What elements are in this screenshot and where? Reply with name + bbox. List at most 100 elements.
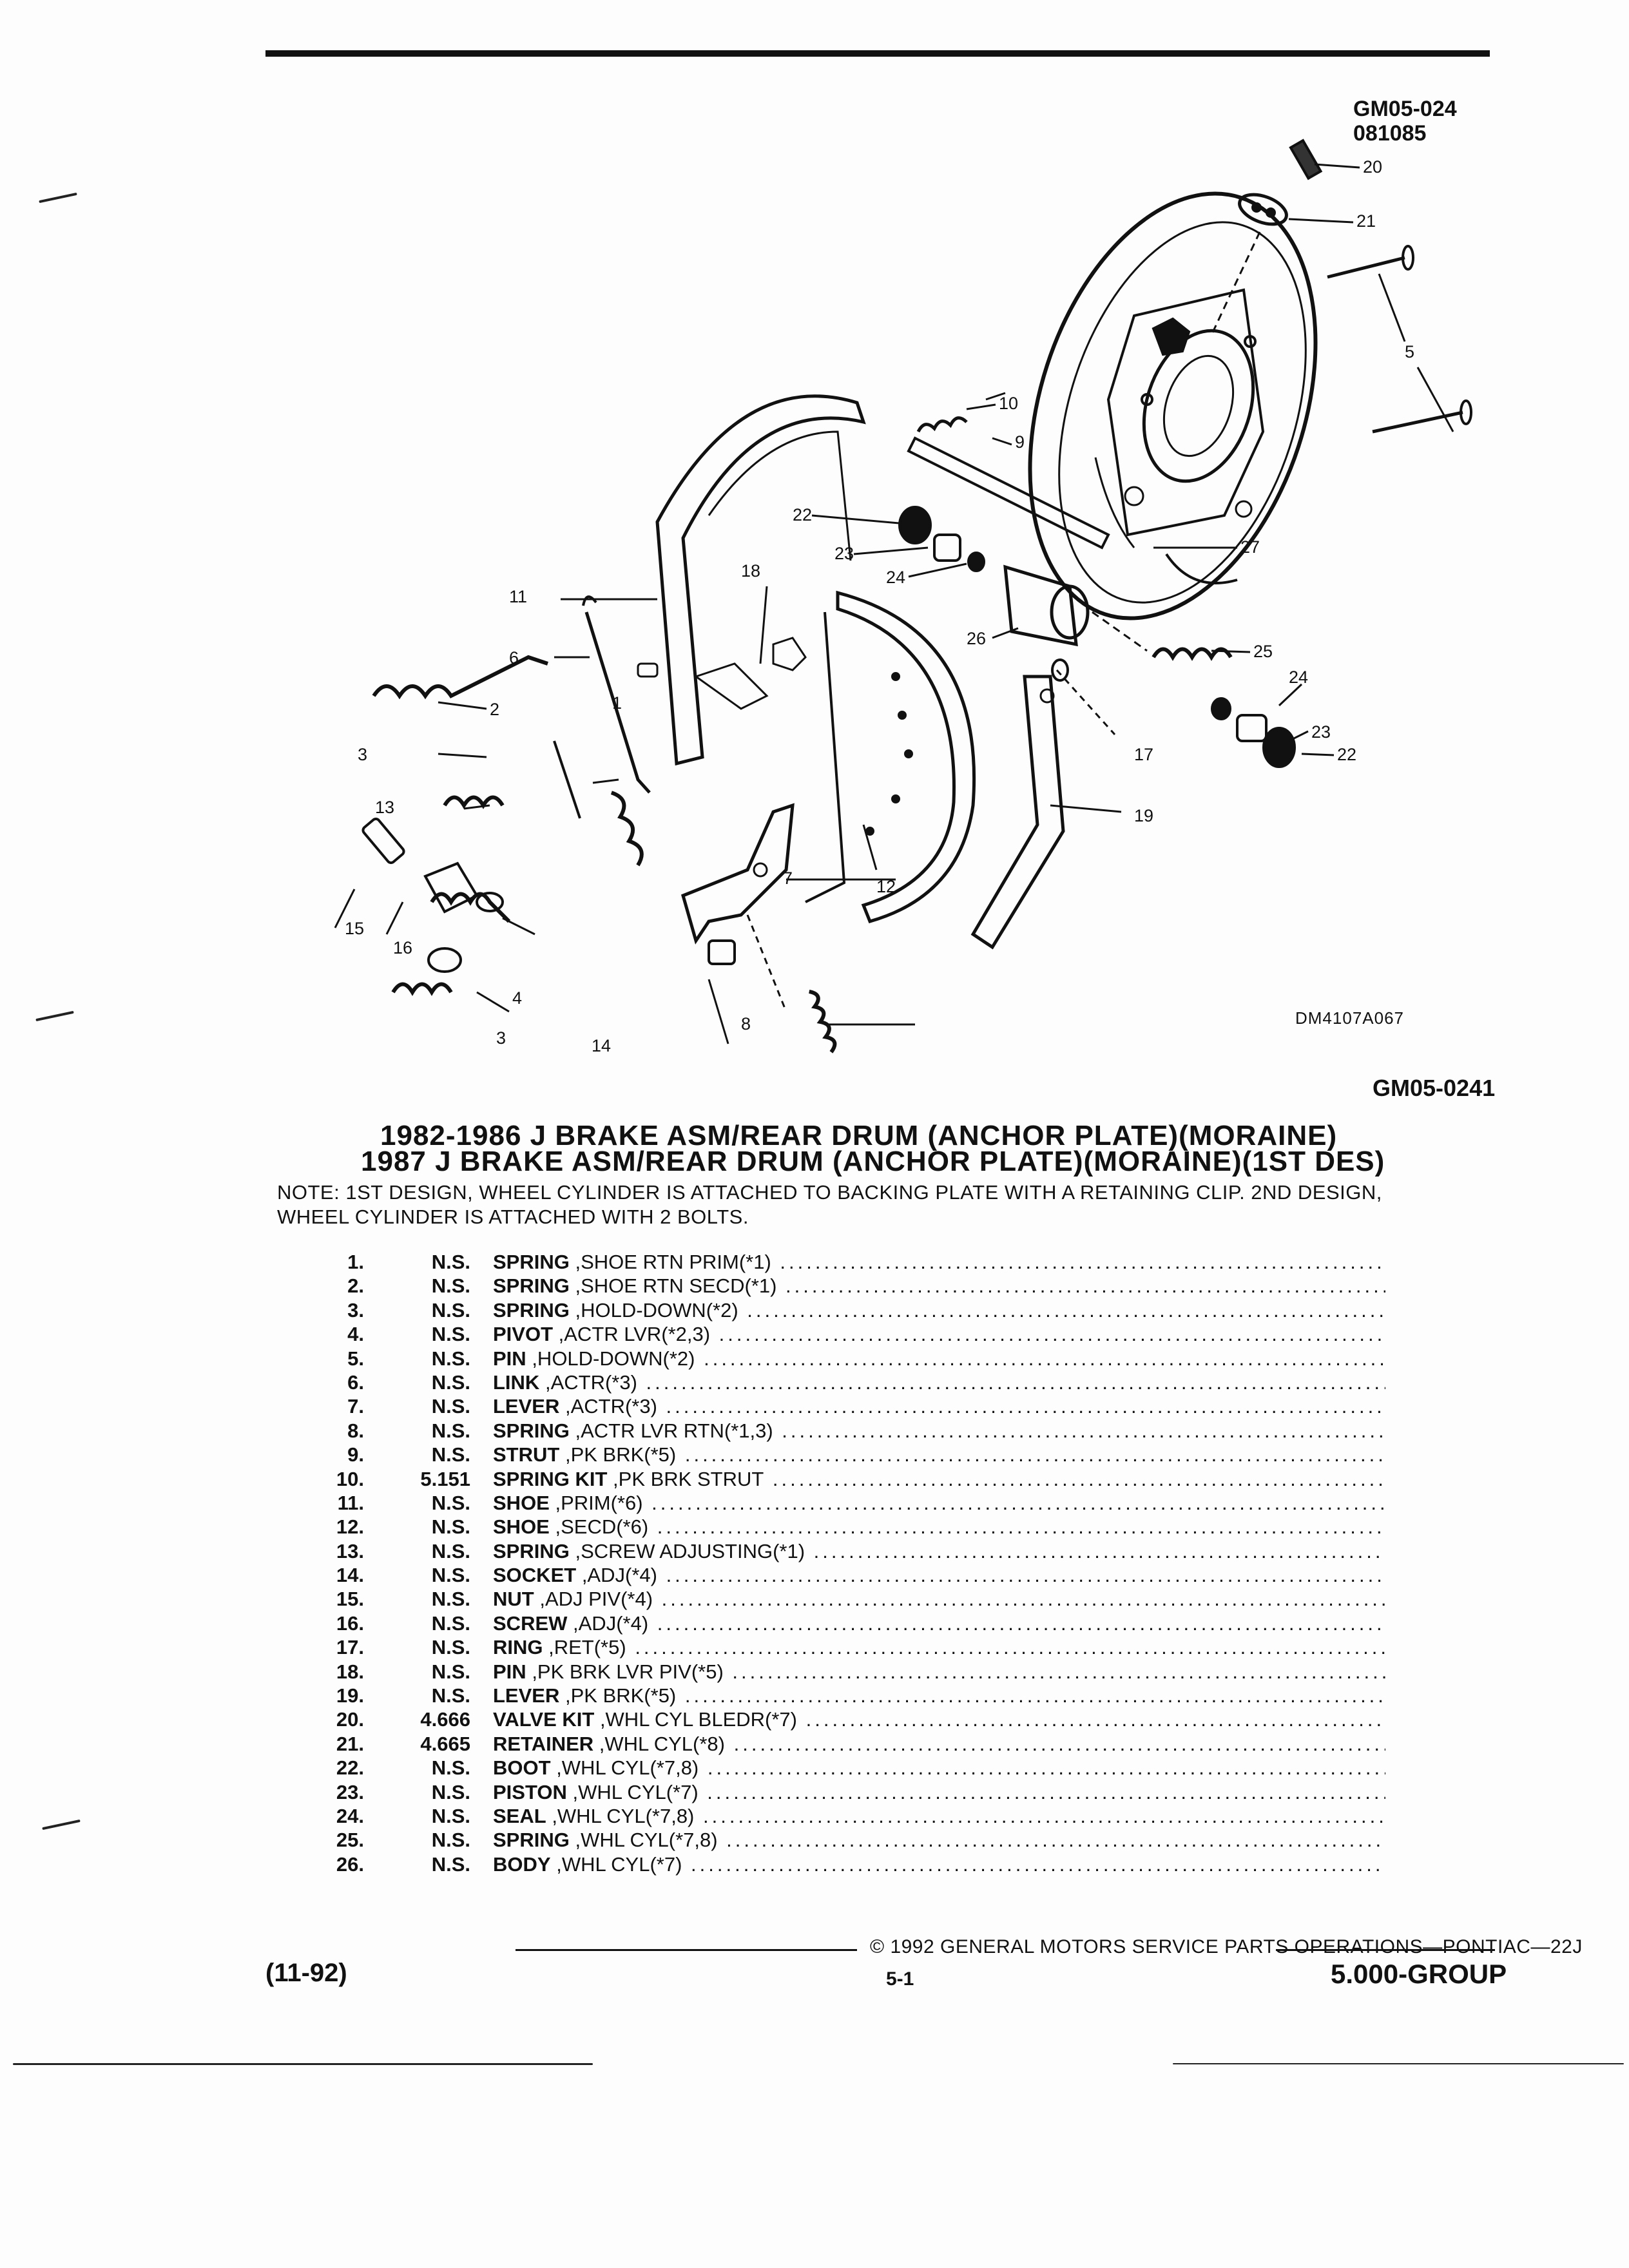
part-catalog-code: N.S. — [431, 1636, 470, 1659]
actuator-lever-drawing — [680, 803, 795, 1012]
part-spec: ,PK BRK(*5) — [564, 1684, 677, 1707]
parts-list-row: 13.N.S.SPRING ,SCREW ADJUSTING(*1) .....… — [277, 1539, 1385, 1563]
part-spec: ,SHOE RTN PRIM(*1) — [575, 1251, 771, 1273]
part-number: 9. — [347, 1443, 364, 1466]
callout-18: 18 — [741, 561, 760, 581]
part-description: RETAINER ,WHL CYL(*8) ..................… — [493, 1732, 1385, 1756]
callout-27: 27 — [1240, 537, 1260, 557]
part-description: SHOE ,SECD(*6) .........................… — [493, 1515, 1385, 1539]
parts-list-row: 16.N.S.SCREW ,ADJ(*4) ..................… — [277, 1611, 1385, 1635]
part-catalog-code: N.S. — [431, 1564, 470, 1587]
part-description: RING ,RET(*5) ..........................… — [493, 1635, 1385, 1659]
part-description: PIN ,PK BRK LVR PIV(*5) ................… — [493, 1660, 1385, 1684]
part-catalog-code: 4.666 — [420, 1708, 470, 1731]
part-description: SOCKET ,ADJ(*4) ........................… — [493, 1563, 1385, 1587]
leader-dots: ........................................… — [786, 1274, 1385, 1298]
title-line-2: 1987 J BRAKE ASM/REAR DRUM (ANCHOR PLATE… — [361, 1146, 1385, 1177]
part-number: 25. — [336, 1829, 364, 1852]
figure-reference-line2: 081085 — [1353, 121, 1427, 146]
parts-list-row: 8.N.S.SPRING ,ACTR LVR RTN(*1,3) .......… — [277, 1419, 1385, 1443]
design-note: NOTE: 1ST DESIGN, WHEEL CYLINDER IS ATTA… — [277, 1181, 1382, 1228]
part-catalog-code: N.S. — [431, 1298, 470, 1321]
parts-list-row: 7.N.S.LEVER ,ACTR(*3) ..................… — [277, 1394, 1385, 1418]
part-number: 5. — [347, 1347, 364, 1370]
part-catalog-code: N.S. — [431, 1515, 470, 1539]
scan-mark — [35, 1010, 74, 1022]
parts-list-row: 6.N.S.LINK ,ACTR(*3) ...................… — [277, 1370, 1385, 1394]
parts-list-row: 2.N.S.SPRING ,SHOE RTN SECD(*1) ........… — [277, 1274, 1385, 1298]
part-name: SEAL — [493, 1804, 546, 1827]
part-spec: ,ACTR(*3) — [545, 1370, 637, 1394]
part-description: VALVE KIT ,WHL CYL BLEDR(*7) ...........… — [493, 1707, 1385, 1731]
callout-1: 1 — [612, 693, 622, 713]
part-number: 2. — [347, 1274, 364, 1298]
part-name: SPRING — [493, 1539, 570, 1562]
parts-list-row: 26.N.S.BODY ,WHL CYL(*7) ...............… — [277, 1852, 1385, 1876]
figure-reference: GM05-024 081085 — [1353, 97, 1457, 146]
group-reference-code: GM05-0241 — [1373, 1075, 1496, 1101]
part-name: PIN — [493, 1660, 526, 1683]
part-catalog-code: 4.665 — [420, 1732, 470, 1755]
part-name: SHOE — [493, 1491, 550, 1514]
callout-22b: 22 — [1337, 745, 1356, 764]
part-catalog-code: N.S. — [431, 1804, 470, 1827]
part-name: SHOE — [493, 1515, 550, 1539]
part-number: 4. — [347, 1323, 364, 1346]
leader-dots: ........................................… — [666, 1395, 1385, 1418]
part-name: RING — [493, 1636, 543, 1659]
part-description: SPRING ,SHOE RTN PRIM(*1) ..............… — [493, 1250, 1385, 1274]
parts-list-row: 19.N.S.LEVER ,PK BRK(*5) ...............… — [277, 1684, 1385, 1707]
part-catalog-code: N.S. — [431, 1323, 470, 1346]
drawing-code: DM4107A067 — [1295, 1008, 1404, 1028]
part-description: LEVER ,PK BRK(*5) ......................… — [493, 1684, 1385, 1707]
parts-list-row: 23.N.S.PISTON ,WHL CYL(*7) .............… — [277, 1780, 1385, 1804]
leader-dots: ........................................… — [684, 1684, 1385, 1707]
group-number: 5.000-GROUP — [1331, 1959, 1507, 1989]
callout-17: 17 — [1134, 745, 1153, 764]
parts-list-row: 3.N.S.SPRING ,HOLD-DOWN(*2) ............… — [277, 1298, 1385, 1322]
part-name: STRUT — [493, 1443, 560, 1466]
part-description: SPRING ,ACTR LVR RTN(*1,3) .............… — [493, 1419, 1385, 1443]
parking-brake-strut-drawing — [907, 416, 1110, 550]
copyright-notice: © 1992 GENERAL MOTORS SERVICE PARTS OPER… — [870, 1936, 1583, 1957]
parts-list-row: 17.N.S.RING ,RET(*5) ...................… — [277, 1635, 1385, 1659]
part-catalog-code: N.S. — [431, 1395, 470, 1418]
parts-list-row: 9.N.S.STRUT ,PK BRK(*5) ................… — [277, 1443, 1385, 1466]
figure-reference-line1: GM05-024 — [1353, 97, 1457, 121]
part-description: LINK ,ACTR(*3) .........................… — [493, 1370, 1385, 1394]
part-number: 8. — [347, 1419, 364, 1442]
leader-dots: ........................................… — [651, 1491, 1385, 1514]
part-number: 19. — [336, 1684, 364, 1707]
part-catalog-code: N.S. — [431, 1588, 470, 1611]
part-catalog-code: N.S. — [431, 1539, 470, 1562]
callout-8: 8 — [741, 1014, 751, 1033]
part-number: 24. — [336, 1804, 364, 1827]
part-number: 12. — [336, 1515, 364, 1539]
part-name: LEVER — [493, 1395, 560, 1418]
callout-6: 6 — [509, 648, 519, 668]
leader-dots: ........................................… — [635, 1636, 1385, 1659]
leader-dots: ........................................… — [661, 1588, 1385, 1611]
parts-list: 1.N.S.SPRING ,SHOE RTN PRIM(*1) ........… — [277, 1250, 1385, 1876]
part-description: SPRING ,SCREW ADJUSTING(*1) ............… — [493, 1539, 1385, 1563]
part-spec: ,WHL CYL(*7) — [572, 1780, 699, 1803]
part-spec: ,PK BRK STRUT — [613, 1467, 764, 1490]
leader-dots: ........................................… — [780, 1251, 1385, 1273]
part-description: STRUT ,PK BRK(*5) ......................… — [493, 1443, 1385, 1466]
callout-24b: 24 — [1289, 668, 1308, 687]
exploded-brake-diagram: 1 2 3 3 4 5 6 7 8 9 10 11 12 13 14 15 16… — [334, 139, 1472, 1055]
part-catalog-code: N.S. — [431, 1611, 470, 1635]
leader-dots: ........................................… — [707, 1756, 1385, 1780]
part-description: BOOT ,WHL CYL(*7,8) ....................… — [493, 1756, 1385, 1780]
callout-14: 14 — [592, 1036, 611, 1055]
bleeder-valve-drawing — [1210, 139, 1323, 336]
backing-plate-drawing — [1028, 191, 1318, 620]
leader-dots: ........................................… — [747, 1298, 1385, 1321]
title-line-1: 1982-1986 J BRAKE ASM/REAR DRUM (ANCHOR … — [380, 1120, 1338, 1151]
part-name: RETAINER — [493, 1732, 594, 1755]
part-name: BODY — [493, 1852, 551, 1876]
callout-5: 5 — [1405, 342, 1414, 361]
part-description: SPRING ,WHL CYL(*7,8) ..................… — [493, 1828, 1385, 1852]
part-name: LEVER — [493, 1684, 560, 1707]
